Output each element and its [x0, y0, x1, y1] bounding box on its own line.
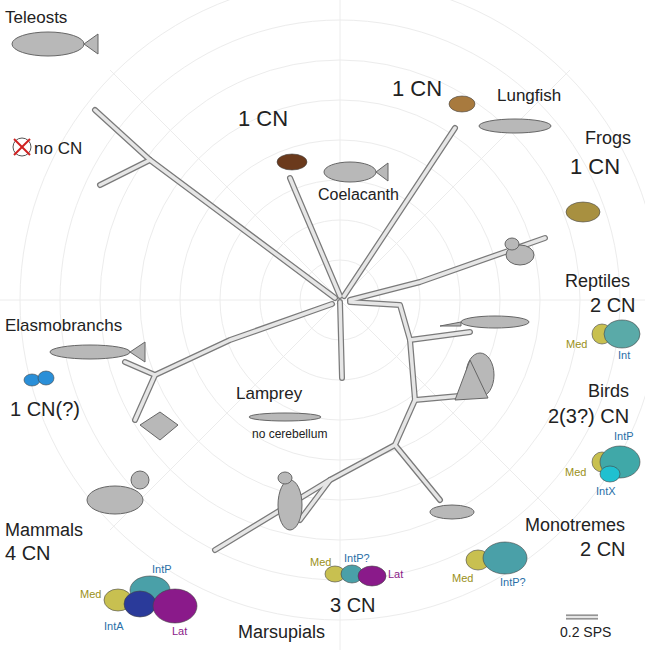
group-name: Coelacanth	[318, 186, 399, 204]
nucleus-name: Int	[618, 349, 630, 362]
scale-bar	[566, 615, 598, 620]
cn-count: 1 CN	[238, 106, 288, 131]
no-nucleus-icon	[13, 138, 31, 156]
scale-bar	[566, 616, 598, 619]
group-name: Reptiles	[565, 271, 630, 292]
nucleus-name: IntX	[596, 485, 616, 498]
tree-branch-outline	[95, 110, 545, 550]
nucleus-name: Med	[452, 572, 473, 585]
nucleus-name: IntP?	[500, 576, 526, 589]
group-name: Teleosts	[5, 8, 67, 28]
group-name: Birds	[588, 381, 629, 402]
cn-count: 1 CN	[570, 154, 620, 179]
group-name: Frogs	[585, 128, 631, 149]
cn-count: 4 CN	[5, 542, 51, 565]
tree-branch-fill	[95, 110, 545, 550]
note: no cerebellum	[252, 428, 327, 442]
scale-label: 0.2 SPS	[560, 624, 611, 640]
cn-count: 1 CN(?)	[10, 398, 80, 421]
group-name: Marsupials	[238, 622, 325, 643]
group-name: Mammals	[5, 520, 83, 541]
nucleus-name: IntP?	[344, 552, 370, 565]
nucleus-name: IntP	[614, 430, 634, 443]
group-name: Lamprey	[236, 384, 302, 404]
cn-count: 1 CN	[392, 76, 442, 101]
cn-count: 2 CN	[580, 538, 626, 561]
group-name: Monotremes	[525, 515, 625, 536]
nucleus-name: Lat	[388, 568, 403, 581]
nucleus-name: Med	[566, 338, 587, 351]
cn-count: no CN	[34, 139, 82, 159]
cerebellar-nuclei	[24, 96, 640, 623]
cn-count: 2 CN	[590, 294, 636, 317]
cn-count: 2(3?) CN	[548, 405, 629, 428]
nucleus-name: Med	[310, 556, 331, 569]
animal-silhouettes	[12, 32, 551, 530]
nucleus-name: IntP	[152, 563, 172, 576]
group-name: Elasmobranchs	[5, 316, 122, 336]
nucleus-name: Med	[565, 466, 586, 479]
group-name: Lungfish	[497, 86, 561, 106]
nucleus-name: IntA	[104, 620, 124, 633]
nucleus-name: Lat	[172, 625, 187, 638]
cn-count: 3 CN	[330, 594, 376, 617]
nucleus-name: Med	[80, 588, 101, 601]
